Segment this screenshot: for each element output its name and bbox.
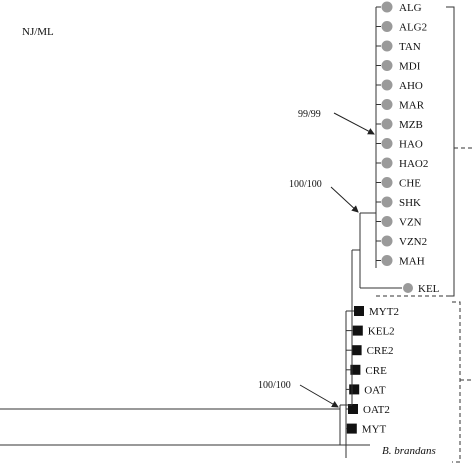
taxon-marker-circle [381, 99, 393, 110]
taxon-label: KEL2 [368, 326, 395, 338]
taxon-label: MAR [399, 100, 425, 112]
brace-circles [446, 6, 455, 297]
taxon-label: MYT [362, 424, 387, 436]
brace-squares [452, 301, 461, 463]
taxon-label: TAN [399, 41, 421, 53]
taxon-label: OAT [364, 384, 386, 396]
taxon-label: VZN2 [399, 236, 427, 248]
taxon-marker-circle [381, 40, 393, 52]
taxon-label: OAT2 [363, 404, 390, 416]
taxon-marker-kel [403, 283, 413, 293]
taxon-marker-circle [381, 255, 393, 266]
taxon-marker-square [352, 325, 363, 336]
taxon-marker-circle [381, 235, 393, 247]
support-arrow-squares [299, 384, 339, 408]
support-label-kel: 100/100 [289, 179, 322, 190]
method-label: NJ/ML [22, 26, 54, 38]
taxon-marker-circle [381, 157, 393, 169]
taxon-marker-square [349, 384, 360, 395]
taxon-label: MAH [399, 256, 425, 268]
taxon-marker-circle [381, 1, 393, 13]
taxon-label: HAO2 [399, 158, 428, 170]
taxon-marker-square [348, 404, 358, 414]
taxon-label: VZN [399, 217, 422, 229]
taxon-label-kel: KEL [418, 283, 440, 295]
outgroup-label: B. brandans [382, 445, 436, 457]
taxon-marker-circle [381, 60, 393, 71]
taxon-marker-circle [381, 216, 393, 227]
taxon-marker-circle [381, 21, 393, 32]
taxon-label: HAO [399, 139, 423, 151]
taxon-marker-circle [381, 118, 393, 130]
support-label-squares: 100/100 [258, 380, 291, 391]
taxon-label: SHK [399, 197, 421, 209]
taxon-label: CRE [365, 365, 387, 377]
taxon-label: MDI [399, 61, 421, 73]
taxon-marker-circle [381, 138, 393, 149]
taxon-marker-circle [381, 196, 393, 208]
support-label-circles: 99/99 [298, 109, 321, 120]
support-arrow-kel [330, 186, 359, 213]
taxon-marker-circle [381, 79, 393, 91]
taxon-label: AHO [399, 80, 423, 92]
taxon-label: MZB [399, 119, 423, 131]
taxon-label: ALG [399, 2, 422, 14]
taxon-marker-square [350, 364, 361, 375]
taxon-label: ALG2 [399, 22, 427, 34]
support-arrow-circles [333, 112, 375, 135]
taxon-label: CRE2 [367, 345, 394, 357]
taxon-label: CHE [399, 178, 421, 190]
taxon-marker-circle [381, 177, 393, 188]
taxon-marker-square [346, 423, 357, 434]
taxon-marker-square [351, 345, 362, 356]
taxon-marker-square [354, 306, 364, 316]
taxon-label: MYT2 [369, 306, 399, 318]
